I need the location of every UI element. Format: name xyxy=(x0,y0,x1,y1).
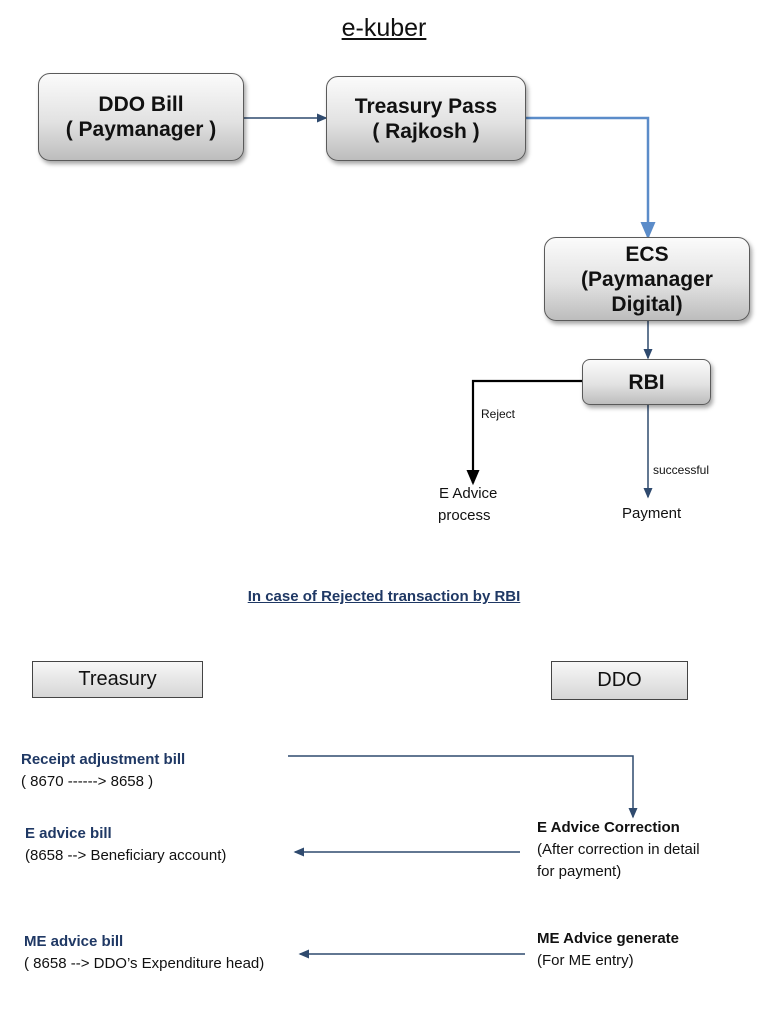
receipt-adjustment-title: Receipt adjustment bill xyxy=(21,751,186,768)
receipt-adjustment-detail: ( 8670 ------> 8658 ) xyxy=(21,773,154,790)
ecs-line1: ECS xyxy=(625,242,669,266)
successful-label: successful xyxy=(653,463,710,477)
e-advice-correction-detail2: for payment) xyxy=(537,863,622,880)
e-advice-bill-title: E advice bill xyxy=(25,825,112,842)
me-advice-bill-detail: ( 8658 --> DDO’s Expenditure head) xyxy=(24,955,265,972)
e-advice-correction-detail1: (After correction in detail xyxy=(537,841,700,858)
arrow-treasury-to-ecs xyxy=(525,116,656,240)
rbi-box: RBI xyxy=(582,359,711,405)
ddo-header: DDO xyxy=(551,661,688,700)
e-advice-process-line2: process xyxy=(438,507,491,524)
me-advice-bill-title: ME advice bill xyxy=(24,933,124,950)
e-advice-bill: E advice bill (8658 --> Beneficiary acco… xyxy=(25,823,226,867)
receipt-adjustment-bill: Receipt adjustment bill ( 8670 ------> 8… xyxy=(21,749,185,793)
treasury-pass-box: Treasury Pass ( Rajkosh ) xyxy=(326,76,526,161)
me-advice-bill: ME advice bill ( 8658 --> DDO’s Expendit… xyxy=(24,931,264,975)
e-advice-bill-detail: (8658 --> Beneficiary account) xyxy=(25,847,227,864)
ddo-bill-box: DDO Bill ( Paymanager ) xyxy=(38,73,244,161)
ecs-line3: Digital) xyxy=(611,292,683,316)
e-advice-correction: E Advice Correction (After correction in… xyxy=(537,817,700,883)
e-advice-process-line1: E Advice xyxy=(439,485,498,502)
e-advice-correction-title: E Advice Correction xyxy=(537,819,680,836)
treasury-header: Treasury xyxy=(32,661,203,698)
me-advice-generate-detail: (For ME entry) xyxy=(537,952,634,969)
ecs-line2: (Paymanager xyxy=(581,267,713,291)
rbi-label: RBI xyxy=(628,370,665,394)
rejected-section-heading: In case of Rejected transaction by RBI xyxy=(247,588,521,605)
ecs-box: ECS (Paymanager Digital) xyxy=(544,237,750,321)
treasury-pass-line1: Treasury Pass xyxy=(354,94,498,118)
ddo-bill-line1: DDO Bill xyxy=(98,93,184,116)
page-title: e-kuber xyxy=(341,14,427,42)
ddo-bill-line2: ( Paymanager ) xyxy=(65,118,217,141)
reject-label: Reject xyxy=(481,407,516,421)
me-advice-generate: ME Advice generate (For ME entry) xyxy=(537,928,679,972)
me-advice-generate-title: ME Advice generate xyxy=(537,930,679,947)
arrow-receipt-to-correction xyxy=(288,755,638,819)
payment-label: Payment xyxy=(622,505,682,522)
e-advice-process-label: E Advice process xyxy=(438,483,497,527)
arrow-rbi-reject xyxy=(466,379,582,486)
treasury-pass-line2: ( Rajkosh ) xyxy=(372,119,480,143)
